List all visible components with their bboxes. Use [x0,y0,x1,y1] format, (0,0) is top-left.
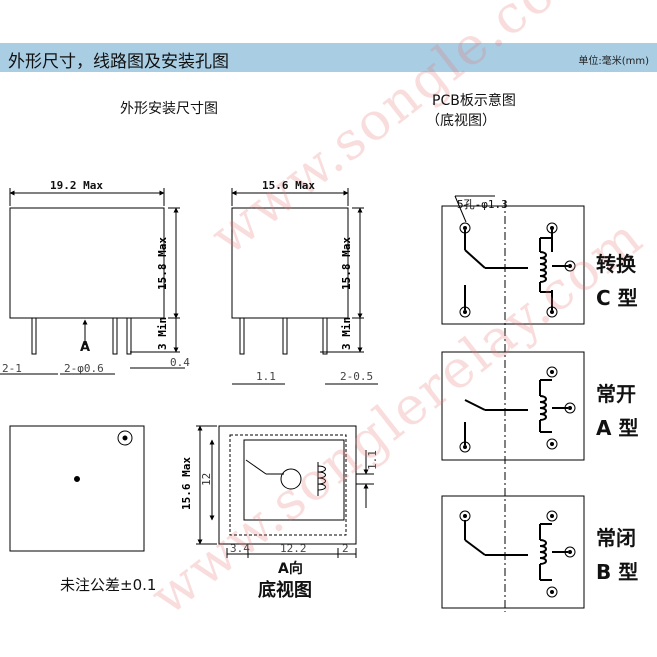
top-view-mark-large [117,430,133,446]
schematic-c-pads [459,222,576,318]
section-title: 外形尺寸，线路图及安装孔图 [8,52,229,72]
side-pin-length-label: 3 Min [340,317,353,350]
schematic-a-pads [459,366,576,453]
side-width-label: 15.6 Max [262,179,315,192]
side-height-label: 15.8 Max [340,237,353,290]
type-c-code: C 型 [596,286,638,310]
pcb-box-c [441,205,585,325]
pcb-box-b [441,495,585,609]
pcb-subtitle: （底视图） [426,113,496,129]
view-caption: 底视图 [258,580,312,601]
tolerance-note: 未注公差±0.1 [60,576,157,594]
pcb-title: PCB板示意图 [432,93,516,109]
pcb-hole-note: 5孔-φ1.3 [457,198,508,211]
front-view-body [9,207,165,319]
bottom-view-body [218,425,357,545]
pcb-box-a [441,351,585,461]
bottom-dim-c-label: 2 [342,542,349,555]
front-pin-2 [112,317,118,355]
bottom-inner-label: 12 [200,473,213,486]
front-pin-3 [126,317,132,355]
type-b-name: 常闭 [596,526,636,550]
outline-caption: 外形安装尺寸图 [120,101,218,117]
pin-offset-label: 0.4 [170,356,190,369]
bottom-dim-b-label: 12.2 [280,542,307,555]
top-view-body [9,425,145,552]
type-a-name: 常开 [596,382,636,406]
side-pin-3 [322,317,328,355]
side-view-body [231,207,349,319]
bottom-right-dim-label: 1.1 [366,450,379,470]
view-a-label: A向 [278,561,303,577]
type-a-code: A 型 [596,416,639,440]
side-pin-2-label: 2-0.5 [340,370,374,383]
top-view-mark-small [122,435,128,441]
side-pin-1 [239,317,245,355]
pin-pitch-left-label: 2-1 [2,362,22,375]
arrow-a-label: A [80,340,91,355]
type-b-code: B 型 [596,560,639,584]
bottom-height-label: 15.6 Max [180,457,193,510]
side-pin-2 [282,317,288,355]
pin-dia-label: 2-φ0.6 [64,362,104,375]
schematic-a [464,379,568,445]
unit-note: 单位:毫米(mm) [578,56,649,67]
section-header: 外形尺寸，线路图及安装孔图 单位:毫米(mm) [0,43,657,72]
schematic-b-pads [459,510,576,598]
side-pin-1-label: 1.1 [256,370,276,383]
front-pin-length-label: 3 Min [156,317,169,350]
bottom-dim-a-label: 3.4 [230,542,250,555]
type-c-name: 转换 [596,252,636,276]
front-width-label: 19.2 Max [50,179,103,192]
front-pin-1 [31,317,37,355]
schematic-b [464,520,568,581]
top-view-dot [74,476,80,482]
schematic-c [464,228,568,310]
front-height-label: 15.8 Max [156,237,169,290]
